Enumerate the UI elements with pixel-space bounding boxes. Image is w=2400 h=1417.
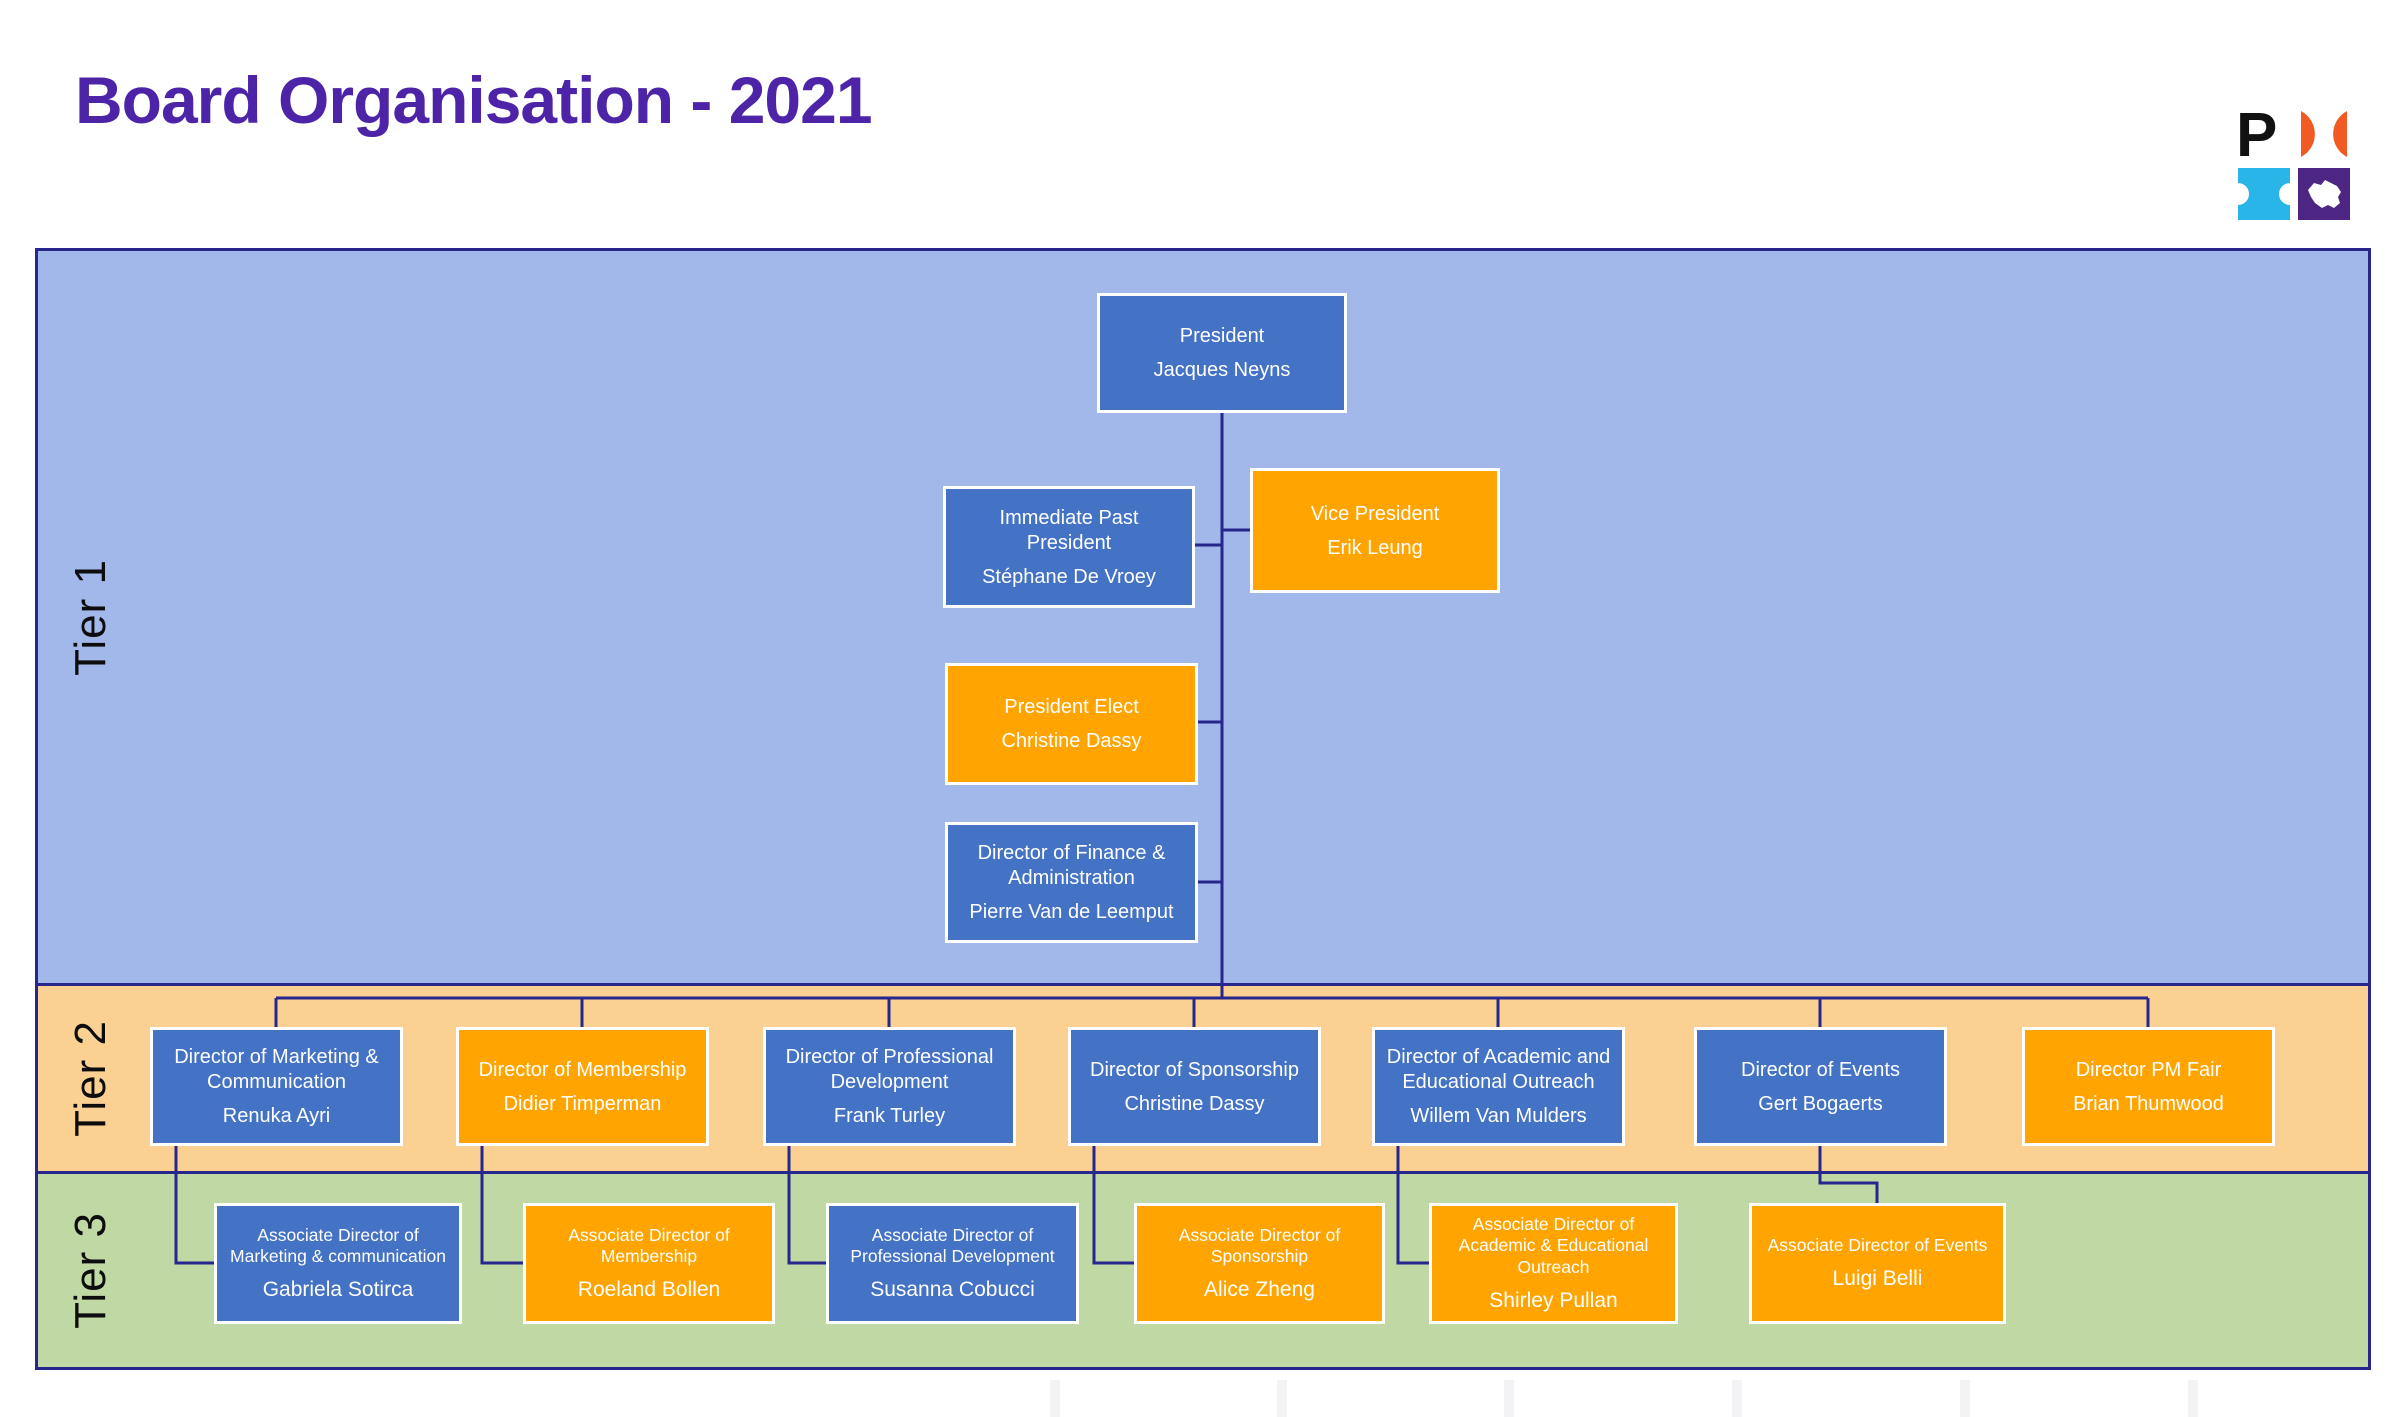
faint-mark: [1050, 1380, 1060, 1417]
box-assoc-director-marketing: Associate Director of Marketing & commun…: [214, 1203, 462, 1324]
box-assoc-director-events: Associate Director of Events Luigi Belli: [1749, 1203, 2006, 1324]
person-name: Brian Thumwood: [2073, 1092, 2224, 1115]
box-assoc-director-sponsorship: Associate Director of Sponsorship Alice …: [1134, 1203, 1385, 1324]
role-label: Associate Director of Marketing & commun…: [230, 1224, 446, 1267]
person-name: Willem Van Mulders: [1410, 1105, 1587, 1127]
box-president: President Jacques Neyns: [1097, 293, 1347, 413]
person-name: Jacques Neyns: [1153, 359, 1291, 381]
tier3-label: Tier 3: [66, 1212, 115, 1329]
person-name: Christine Dassy: [1124, 1092, 1265, 1115]
role-label: Director of Membership: [478, 1058, 687, 1081]
faint-mark: [1960, 1380, 1970, 1417]
role-label: Director of Academic and Educational Out…: [1386, 1046, 1611, 1093]
role-label: Associate Director of Sponsorship: [1178, 1224, 1341, 1267]
person-name: Roeland Bollen: [577, 1278, 721, 1302]
box-director-marketing: Director of Marketing & Communication Re…: [150, 1027, 403, 1146]
faint-mark: [2188, 1380, 2198, 1417]
logo-letter-p: P: [2236, 106, 2277, 170]
box-assoc-director-membership: Associate Director of Membership Roeland…: [523, 1203, 775, 1324]
role-label: Director PM Fair: [2075, 1058, 2222, 1081]
box-director-pm-fair: Director PM Fair Brian Thumwood: [2022, 1027, 2275, 1146]
role-label: Director of Marketing & Communication: [174, 1046, 379, 1093]
person-name: Gert Bogaerts: [1758, 1092, 1883, 1115]
logo-orange-mark: [2301, 111, 2347, 157]
role-label: Director of Finance & Administration: [977, 842, 1166, 889]
svg-text:P: P: [2236, 106, 2277, 170]
person-name: Susanna Cobucci: [870, 1278, 1035, 1302]
box-director-finance: Director of Finance & Administration Pie…: [945, 822, 1198, 943]
tier2-label: Tier 2: [66, 1020, 115, 1137]
person-name: Christine Dassy: [1001, 730, 1142, 752]
role-label: President: [1179, 325, 1265, 347]
box-director-professional-development: Director of Professional Development Fra…: [763, 1027, 1016, 1146]
role-label: Immediate Past President: [999, 506, 1139, 554]
role-label: Associate Director of Professional Devel…: [850, 1224, 1055, 1267]
box-president-elect: President Elect Christine Dassy: [945, 663, 1198, 785]
person-name: Didier Timperman: [503, 1092, 662, 1115]
role-label: Associate Director of Academic & Educati…: [1458, 1213, 1649, 1278]
person-name: Luigi Belli: [1832, 1267, 1923, 1291]
role-label: Associate Director of Membership: [568, 1224, 730, 1267]
page-title: Board Organisation - 2021: [75, 63, 873, 137]
role-label: Vice President: [1310, 502, 1440, 525]
logo-belgium-map: [2298, 168, 2350, 220]
role-label: Director of Events: [1741, 1058, 1900, 1081]
faint-mark: [1504, 1380, 1514, 1417]
pmi-belgium-logo: P: [2236, 106, 2350, 220]
box-director-events: Director of Events Gert Bogaerts: [1694, 1027, 1947, 1146]
box-assoc-director-academic: Associate Director of Academic & Educati…: [1429, 1203, 1678, 1324]
box-vice-president: Vice President Erik Leung: [1250, 468, 1500, 593]
role-label: Director of Professional Development: [785, 1046, 994, 1093]
box-director-academic: Director of Academic and Educational Out…: [1372, 1027, 1625, 1146]
faint-mark: [1732, 1380, 1742, 1417]
person-name: Erik Leung: [1327, 536, 1423, 559]
person-name: Shirley Pullan: [1489, 1289, 1618, 1313]
role-label: Director of Sponsorship: [1090, 1058, 1299, 1081]
person-name: Pierre Van de Leemput: [969, 901, 1174, 923]
logo-cyan-mark: [2236, 168, 2301, 220]
box-director-sponsorship: Director of Sponsorship Christine Dassy: [1068, 1027, 1321, 1146]
person-name: Stéphane De Vroey: [982, 565, 1156, 588]
box-immediate-past-president: Immediate Past President Stéphane De Vro…: [943, 486, 1195, 608]
person-name: Renuka Ayri: [222, 1105, 331, 1127]
person-name: Frank Turley: [833, 1105, 946, 1127]
box-director-membership: Director of Membership Didier Timperman: [456, 1027, 709, 1146]
role-label: Associate Director of Events: [1767, 1235, 1988, 1256]
faint-mark: [1277, 1380, 1287, 1417]
box-assoc-director-professional-development: Associate Director of Professional Devel…: [826, 1203, 1079, 1324]
person-name: Alice Zheng: [1204, 1278, 1315, 1302]
person-name: Gabriela Sotirca: [262, 1278, 414, 1302]
role-label: President Elect: [1004, 696, 1139, 718]
tier1-label: Tier 1: [66, 558, 115, 676]
